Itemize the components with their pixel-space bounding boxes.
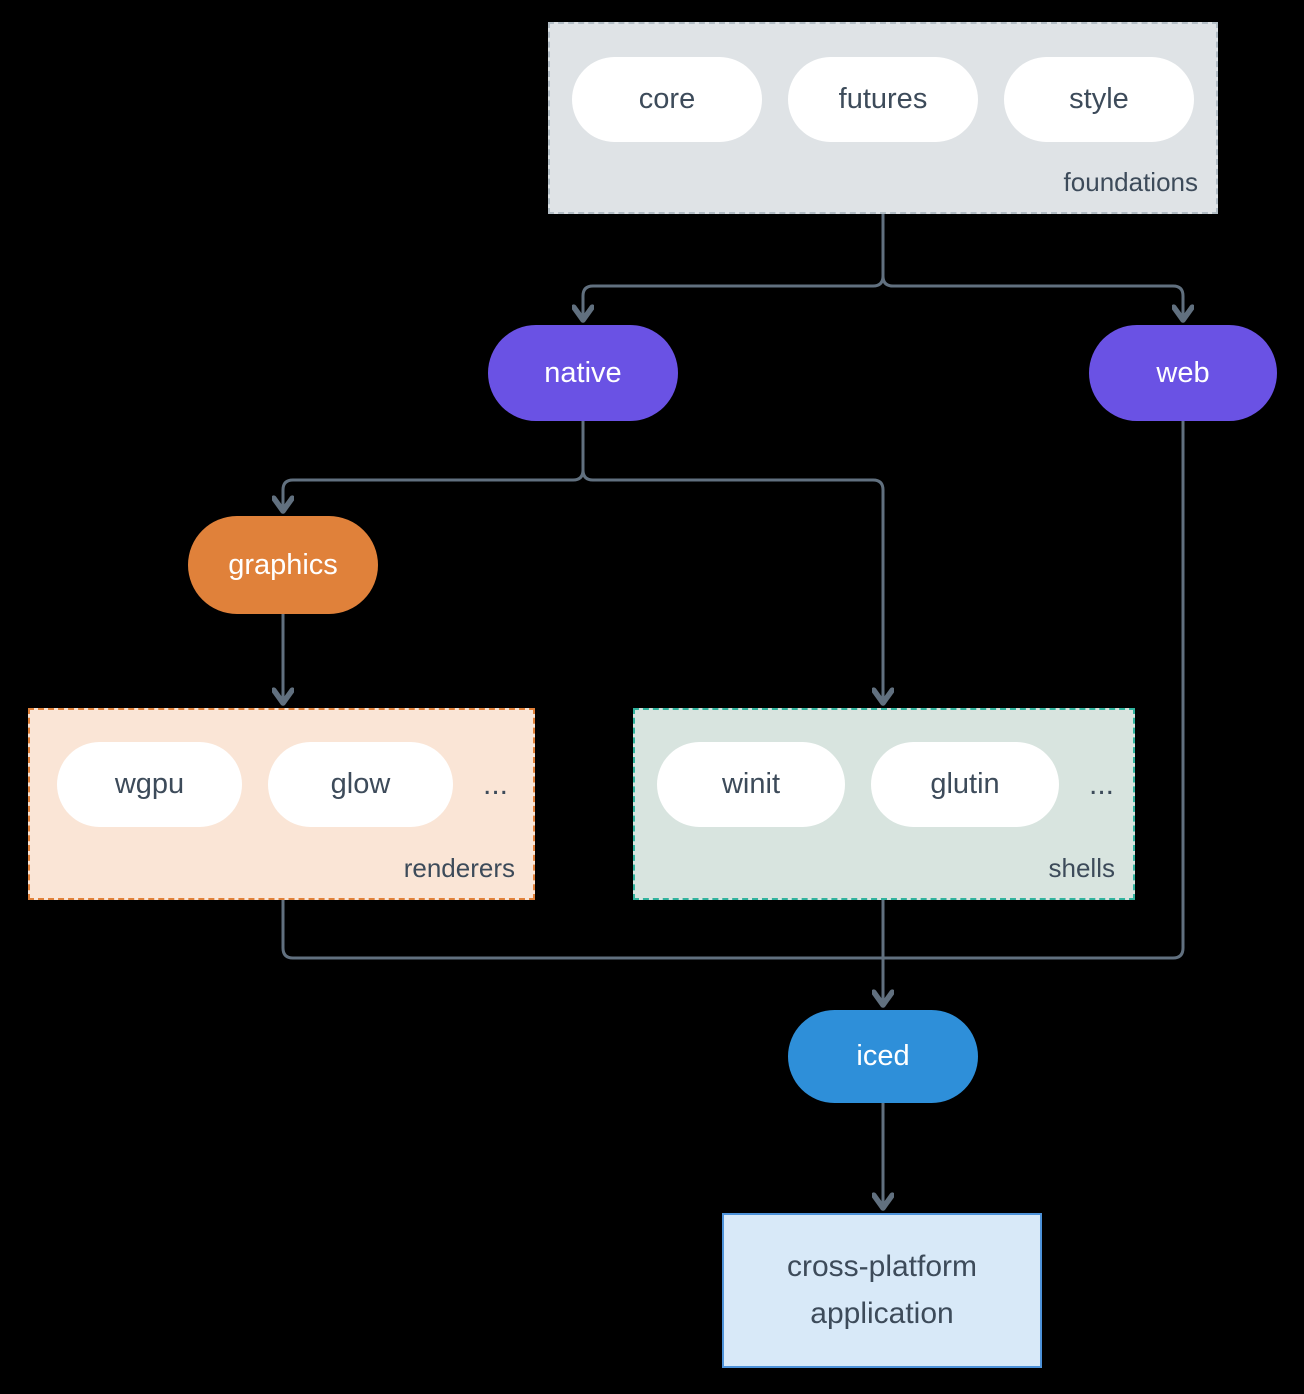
crate-core: core <box>572 57 762 142</box>
renderers-ellipsis: ... <box>483 767 509 801</box>
shells-pill-row: winit glutin ... <box>635 710 1133 827</box>
foundations-pill-row: core futures style <box>550 24 1216 142</box>
crate-native: native <box>488 325 678 421</box>
foundations-label: foundations <box>1063 167 1198 197</box>
crate-style: style <box>1004 57 1194 142</box>
crate-graphics: graphics <box>188 516 378 614</box>
shells-group: winit glutin ... shells <box>633 708 1135 900</box>
connector-foundations-to-native <box>583 214 885 320</box>
crate-wgpu: wgpu <box>57 742 242 827</box>
crate-web: web <box>1089 325 1277 421</box>
crate-glow: glow <box>268 742 453 827</box>
renderers-pill-row: wgpu glow ... <box>30 710 533 827</box>
connector-native-to-shells <box>581 421 883 703</box>
renderers-group: wgpu glow ... renderers <box>28 708 535 900</box>
application-box: cross-platform application <box>722 1213 1042 1368</box>
foundations-group: core futures style foundations <box>548 22 1218 214</box>
connector-native-to-graphics <box>283 421 585 511</box>
connector-renderers-to-merge <box>281 900 883 960</box>
crate-glutin: glutin <box>871 742 1059 827</box>
renderers-label: renderers <box>403 853 515 883</box>
crate-iced: iced <box>788 1010 978 1103</box>
crate-winit: winit <box>657 742 845 827</box>
shells-ellipsis: ... <box>1089 767 1115 801</box>
shells-label: shells <box>1048 853 1115 883</box>
connector-foundations-to-web <box>881 214 1183 320</box>
crate-futures: futures <box>788 57 978 142</box>
